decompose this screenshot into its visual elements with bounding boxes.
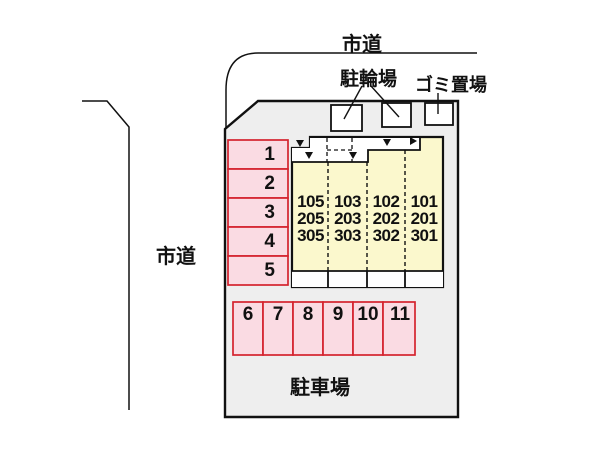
parking-space-1-number: 1	[264, 144, 275, 165]
corridor-boundary	[292, 137, 421, 163]
bicycle-parking-label: 駐輪場	[340, 69, 398, 90]
parking-space-4	[227, 226, 289, 257]
bicycle-parking-box-1	[330, 104, 363, 132]
parking-space-7-number: 7	[272, 304, 284, 325]
parking-space-5-number: 5	[264, 260, 275, 281]
bicycle-parking-box-2	[381, 102, 412, 128]
room-number-103: 103	[334, 192, 361, 211]
room-number-303: 303	[334, 226, 361, 245]
parking-lot-label: 駐車場	[290, 377, 350, 399]
parking-space-9-number: 9	[332, 304, 344, 325]
road-line-left	[82, 100, 130, 410]
bicycle-label-pointer-1	[343, 85, 363, 120]
parking-space-6-number: 6	[242, 304, 254, 325]
garbage-area-box	[424, 102, 454, 126]
parking-space-11	[382, 301, 416, 356]
bicycle-label-pointer-2	[370, 85, 400, 118]
road-label-top: 市道	[342, 34, 382, 56]
room-number-102: 102	[372, 192, 400, 211]
room-number-202: 202	[372, 209, 400, 228]
room-number-305: 305	[297, 226, 324, 245]
parking-space-10-number: 10	[357, 304, 379, 325]
room-number-105: 105	[297, 192, 324, 211]
room-number-302: 302	[372, 226, 400, 245]
room-number-203: 203	[334, 209, 361, 228]
parking-space-8-number: 8	[302, 304, 314, 325]
parking-space-7	[262, 301, 294, 356]
entrance-arrow-right	[410, 137, 417, 145]
parking-space-2-number: 2	[264, 173, 275, 194]
parking-space-9	[322, 301, 354, 356]
road-label-left: 市道	[156, 246, 196, 268]
parking-space-6	[232, 301, 264, 356]
entrance-arrow-down-2	[305, 152, 313, 159]
parking-space-3-number: 3	[264, 202, 275, 223]
parking-space-2	[227, 168, 289, 199]
balcony-strip-lines	[292, 270, 443, 287]
parking-space-11-number: 11	[389, 304, 411, 325]
room-number-201: 201	[410, 209, 438, 228]
parking-space-4-number: 4	[264, 231, 275, 252]
entrance-arrow-down-1	[296, 140, 304, 147]
parking-space-8	[292, 301, 324, 356]
parking-space-5	[227, 255, 289, 286]
entrance-arrow-down-3	[349, 152, 357, 159]
garbage-area-label: ゴミ置場	[415, 75, 487, 95]
road-line-top	[225, 52, 477, 128]
unit-divider-dashed-lines	[327, 150, 406, 271]
room-number-301: 301	[410, 226, 438, 245]
parking-space-1	[227, 139, 289, 170]
room-number-101: 101	[410, 192, 438, 211]
entrance-arrow-down-4	[383, 139, 391, 146]
room-number-205: 205	[297, 209, 324, 228]
parking-space-10	[352, 301, 384, 356]
stair-dashed-box	[326, 138, 353, 162]
